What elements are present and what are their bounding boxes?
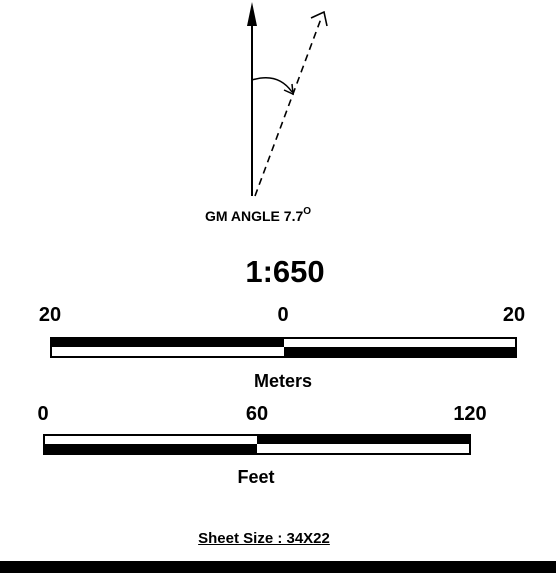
imperial-right-top-segment [257,436,469,444]
imperial-right-bottom-segment [257,444,469,453]
grid-north-arrowhead [310,10,328,27]
metric-left-top-segment [52,339,284,347]
imperial-center-label: 60 [245,403,269,425]
imperial-units-label: Feet [237,467,275,487]
degree-symbol: O [303,206,312,217]
imperial-right-label: 120 [453,403,487,425]
metric-left-bottom-segment [52,347,284,356]
metric-left-label: 20 [38,304,62,326]
imperial-left-bottom-segment [45,444,257,453]
imperial-left-label: 0 [37,403,49,425]
sheet-size-label: Sheet Size : 34X22 [198,530,330,547]
imperial-left-top-segment [45,436,257,444]
angle-arc [251,77,293,93]
gm-angle-label: GM ANGLE 7.7O [204,206,312,224]
imperial-scale-bar [43,434,471,455]
true-north-arrowhead [247,2,257,26]
angle-arc-arrowhead [283,83,294,96]
metric-units-label: Meters [253,371,313,391]
north-arrow-diagram [247,2,328,197]
scale-ratio: 1:650 [245,254,325,289]
metric-right-top-segment [284,339,515,347]
metric-center-label: 0 [277,304,289,326]
grid-north-dashed-line [254,15,323,197]
metric-right-label: 20 [502,304,526,326]
gm-angle-text: GM ANGLE 7.7 [204,208,304,224]
metric-right-bottom-segment [284,347,515,356]
bottom-border-rule [0,561,556,573]
metric-scale-bar [50,337,517,358]
